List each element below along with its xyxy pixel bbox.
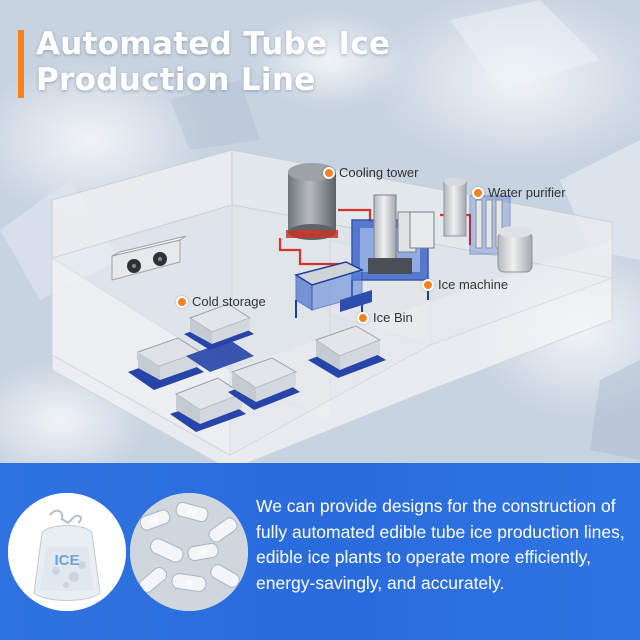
marker-dot-icon [422, 278, 434, 291]
plant-diagram [51, 149, 613, 470]
bag-label: ICE [54, 552, 79, 569]
water-purifier [443, 178, 533, 273]
building-front-right [230, 240, 612, 455]
page-title: Automated Tube Ice Production Line [36, 26, 390, 98]
pallet [228, 357, 300, 410]
marker-dot-icon [472, 186, 484, 199]
marker-dot-icon [357, 311, 369, 324]
ice-bin [294, 261, 372, 318]
pallet [184, 303, 254, 350]
marker-dot-icon [323, 166, 335, 179]
pallet [170, 377, 246, 432]
ice-bag-image: ICE [8, 493, 126, 611]
title-accent-bar [18, 30, 24, 98]
pallet [186, 340, 254, 372]
ice-machine [351, 194, 435, 300]
label-water-purifier: Water purifier [472, 185, 566, 200]
label-cooling-tower: Cooling tower [323, 165, 419, 180]
label-ice-bin: Ice Bin [357, 310, 413, 325]
piping [278, 208, 472, 266]
label-text: Ice machine [438, 277, 509, 292]
pallet-group-left [128, 303, 300, 432]
marker-dot-icon [176, 295, 188, 308]
label-text: Cooling tower [339, 165, 419, 180]
pallet-group-right [308, 325, 386, 378]
label-text: Water purifier [488, 185, 566, 200]
tube-ice-image [130, 493, 248, 611]
description-text: We can provide designs for the construct… [256, 496, 625, 593]
label-text: Ice Bin [373, 310, 413, 325]
label-text: Cold storage [192, 294, 266, 309]
evaporator-unit [111, 235, 187, 281]
label-cold-storage: Cold storage [176, 294, 266, 309]
title-line-1: Automated Tube Ice [36, 26, 391, 62]
label-ice-machine: Ice machine [422, 277, 508, 292]
pallet [128, 337, 204, 390]
title-line-2: Production Line [36, 62, 316, 98]
